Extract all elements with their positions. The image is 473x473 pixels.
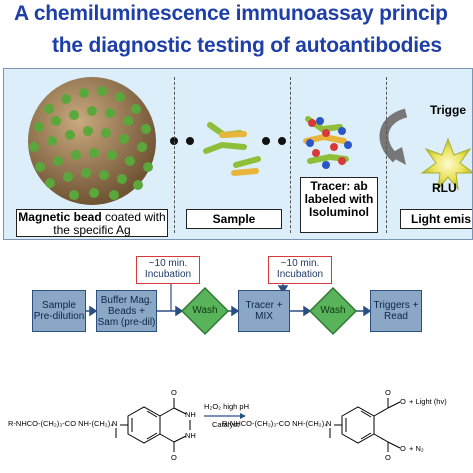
- wash-label-2: Wash: [320, 305, 346, 316]
- light-product: + Light (hv): [409, 397, 447, 406]
- divider: [386, 77, 387, 233]
- o-top: O: [171, 388, 177, 397]
- tracer-antibody-icon: [303, 116, 352, 169]
- antibody-icon: [203, 122, 261, 176]
- trigger-label: Trigge: [430, 103, 467, 117]
- magnetic-bead-icon: [28, 77, 156, 205]
- node-sample-predilution: Sample Pre-dilution: [32, 290, 86, 332]
- assay-principle-panel: Magnetic bead coated with the specific A…: [3, 68, 473, 240]
- title-line-1: A chemiluminescence immunoassay princip: [14, 2, 448, 25]
- right-chain: R-NHCO-(CH₂)₃-CO NH-(CH₂)₄: [222, 419, 328, 428]
- incubation-box-2: ~10 min. Incubation: [268, 256, 332, 284]
- o-r4: O: [400, 444, 406, 453]
- light-emission-label: Light emis: [400, 209, 472, 229]
- node-triggers-read: Triggers + Read: [370, 290, 422, 332]
- sample-label: Sample: [186, 209, 282, 229]
- node-tracer-mix: Tracer + MIX: [238, 290, 290, 332]
- reaction-structures: [115, 398, 401, 452]
- divider: [290, 77, 291, 233]
- light-burst-icon: [420, 137, 472, 191]
- n-right: N: [326, 419, 332, 428]
- dots-icon: [262, 137, 286, 145]
- bead-label-bold: Magnetic bead: [18, 210, 102, 224]
- curved-arrow-icon: [379, 108, 408, 165]
- n-left: N: [112, 419, 118, 428]
- title-line-2: the diagnostic testing of autoantibodies: [52, 34, 442, 57]
- tracer-label: Tracer: ab labeled with Isoluminol: [300, 177, 378, 233]
- nh-top: NH: [185, 410, 196, 419]
- left-chain: R-NHCO-(CH₂)₃-CO NH-(CH₂)₄: [8, 419, 114, 428]
- divider: [174, 77, 175, 233]
- flowchart-connectors: [86, 282, 372, 336]
- node-buffer-beads: Buffer Mag. Beads + Sam (pre-dil): [96, 290, 157, 332]
- bead-label-rest: coated with the specific Ag: [53, 210, 166, 237]
- bead-label: Magnetic bead coated with the specific A…: [16, 209, 168, 237]
- panel-illustrations: [28, 77, 472, 205]
- reaction-arrow: [204, 413, 246, 419]
- wash-label-1: Wash: [192, 305, 218, 316]
- isoluminol-reaction: R-NHCO-(CH₂)₃-CO NH-(CH₂)₄ N O O NH NH H…: [6, 380, 466, 468]
- rlu-label: RLU: [432, 181, 457, 195]
- o-r2: O: [400, 397, 406, 406]
- reagent-label: H₂O₂ high pH: [204, 402, 250, 411]
- o-r3: O: [385, 453, 391, 462]
- o-bottom: O: [171, 453, 177, 462]
- wash-diamond-2: [308, 286, 358, 336]
- nh-bottom: NH: [185, 431, 196, 440]
- n2-product: + N₂: [409, 444, 424, 453]
- o-r1: O: [385, 388, 391, 397]
- incubation-box-1: ~10 min. Incubation: [136, 256, 200, 284]
- catalyst-label: Catalyst: [212, 420, 240, 429]
- wash-diamond-1: [180, 286, 230, 336]
